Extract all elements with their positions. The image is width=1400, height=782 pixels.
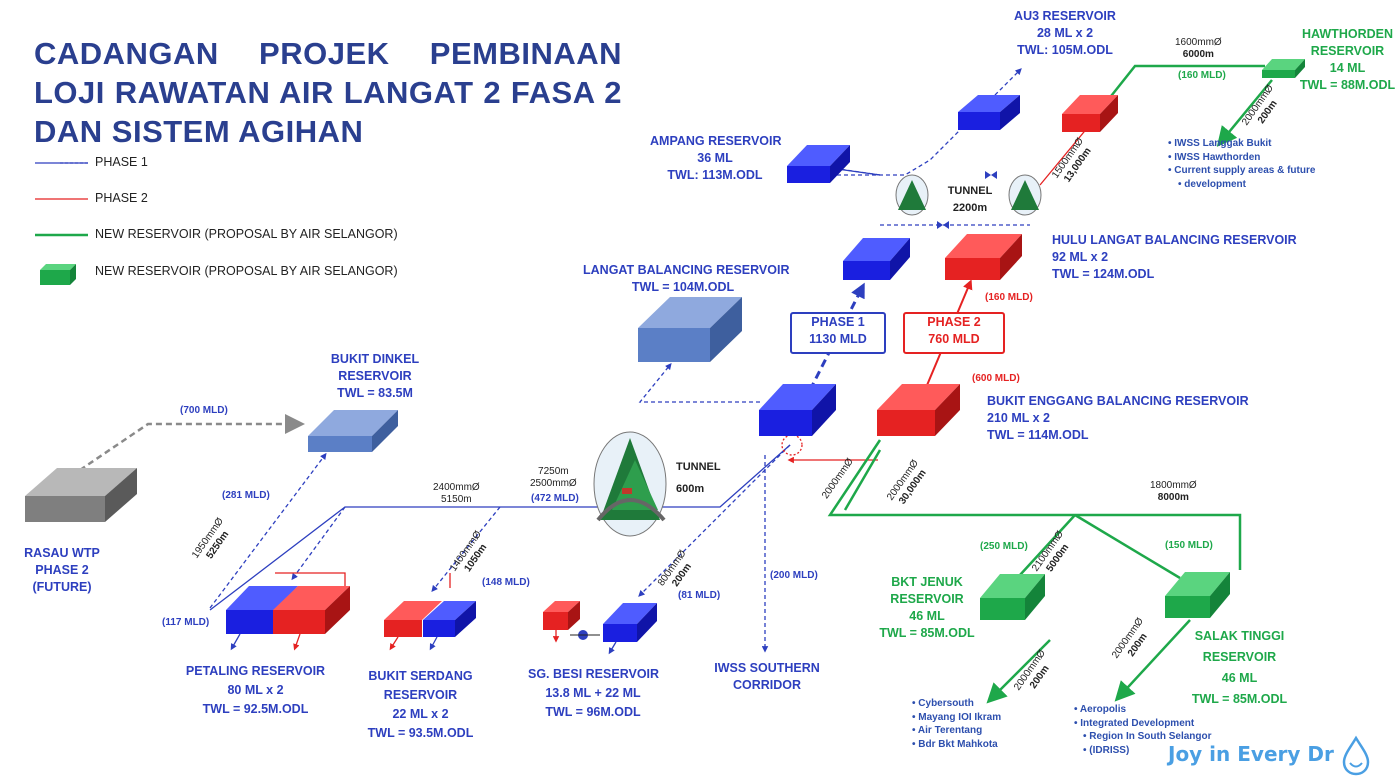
legend-lines [35, 162, 88, 285]
sg-besi-label: SG. BESI RESERVOIR 13.8 ML + 22 ML TWL =… [528, 667, 660, 719]
hawthorden-name-2: RESERVOIR [1310, 44, 1385, 58]
area-item: Region In South Selangor [1074, 730, 1211, 744]
title-line-3: DAN SISTEM AGIHAN [34, 114, 364, 149]
legend-new-box: NEW RESERVOIR (PROPOSAL BY AIR SELANGOR) [95, 264, 398, 278]
droplet-icon [1342, 735, 1370, 776]
hawthorden-capacity: 14 ML [1329, 61, 1366, 75]
salak-supply-areas: Aeropolis Integrated Development Region … [1074, 703, 1212, 757]
langat-balancing-name: LANGAT BALANCING RESERVOIR [583, 263, 790, 277]
area-item: Mayang IOI Ikram [912, 711, 1001, 725]
flow-281: (281 MLD) [222, 490, 270, 501]
flow-148: (148 MLD) [482, 577, 530, 588]
hawthorden-name-1: HAWTHORDEN [1302, 27, 1393, 41]
hulu-langat-name: HULU LANGAT BALANCING RESERVOIR [1052, 233, 1297, 247]
bukit-dinkel-label: BUKIT DINKEL RESERVOIR TWL = 83.5M [330, 352, 420, 400]
brand-slogan: Joy in Every Dr [1168, 742, 1334, 766]
bukit-enggang-capacity: 210 ML x 2 [987, 411, 1051, 425]
ampang-twl: TWL: 113M.ODL [667, 168, 763, 182]
bukit-enggang-label: BUKIT ENGGANG BALANCING RESERVOIR 210 ML… [987, 393, 1249, 444]
legend-new-line: NEW RESERVOIR (PROPOSAL BY AIR SELANGOR) [95, 227, 398, 241]
area-item: (IDRISS) [1074, 744, 1212, 758]
ampang-label: AMPANG RESERVOIR 36 ML TWL: 113M.ODL [650, 133, 782, 184]
ampang-capacity: 36 ML [697, 151, 733, 165]
tunnel-upper-label: TUNNEL 2200m [947, 185, 993, 214]
future-pipe [79, 414, 305, 472]
bkt-jenuk-label: BKT JENUK RESERVOIR 46 ML TWL = 85M.ODL [879, 575, 975, 640]
iwss-southern-label: IWSS SOUTHERN CORRIDOR [714, 661, 820, 692]
title-line-2: LOJI RAWATAN AIR LANGAT 2 FASA 2 [34, 75, 622, 110]
jenuk-supply-areas: Cybersouth Mayang IOI Ikram Air Terentan… [912, 697, 1001, 751]
area-item: Air Terentang [912, 724, 1001, 738]
au3-capacity: 28 ML x 2 [1036, 26, 1094, 40]
rasau-label: RASAU WTP PHASE 2 (FUTURE) [24, 546, 100, 594]
flow-472: (472 MLD) [531, 493, 579, 504]
page-title: CADANGAN PROJEK PEMBINAAN LOJI RAWATAN A… [34, 34, 622, 151]
phase1-box: PHASE 1 1130 MLD [790, 312, 886, 354]
ampang-name: AMPANG RESERVOIR [650, 134, 782, 148]
flow-117: (117 MLD) [162, 617, 210, 628]
tunnel-icon-lower [593, 431, 667, 537]
pipe-2500: 7250m 2500mmØ [530, 466, 577, 489]
au3-name: AU3 RESERVOIR [1014, 9, 1116, 23]
langat-balancing-label: LANGAT BALANCING RESERVOIR TWL = 104M.OD… [583, 262, 790, 296]
hulu-langat-label: HULU LANGAT BALANCING RESERVOIR 92 ML x … [1052, 232, 1297, 283]
area-item: IWSS Langgak Bukit [1168, 137, 1315, 151]
salak-tinggi-label: SALAK TINGGI RESERVOIR 46 ML TWL = 85M.O… [1191, 629, 1288, 706]
legend-phase1: PHASE 1 [95, 155, 148, 169]
flow-200: (200 MLD) [770, 570, 818, 581]
area-item: Cybersouth [912, 697, 1001, 711]
tunnel-icon-upper-left [895, 174, 929, 216]
area-item: development [1168, 178, 1315, 192]
tunnel-icon-upper-right [1008, 174, 1042, 216]
area-item: Aeropolis [1074, 703, 1212, 717]
langat-balancing-twl: TWL = 104M.ODL [631, 280, 735, 294]
au3-label: AU3 RESERVOIR 28 ML x 2 TWL: 105M.ODL [1000, 8, 1130, 59]
flow-81: (81 MLD) [678, 590, 721, 601]
flow-250: (250 MLD) [980, 541, 1028, 552]
bukit-enggang-twl: TWL = 114M.ODL [987, 428, 1089, 442]
area-item: IWSS Hawthorden [1168, 151, 1315, 165]
hawthorden-label: HAWTHORDEN RESERVOIR 14 ML TWL = 88M.ODL [1295, 26, 1400, 94]
title-line-1: CADANGAN PROJEK PEMBINAAN [34, 36, 622, 71]
reservoir-boxes [25, 59, 1305, 642]
area-item: Current supply areas & future [1168, 164, 1315, 178]
au3-twl: TWL: 105M.ODL [1017, 43, 1113, 57]
hulu-langat-twl: TWL = 124M.ODL [1052, 267, 1155, 281]
flow-600: (600 MLD) [972, 373, 1020, 384]
flow-150: (150 MLD) [1165, 540, 1213, 551]
legend-phase2: PHASE 2 [95, 191, 148, 205]
area-item: Integrated Development [1074, 717, 1212, 731]
hawthorden-twl: TWL = 88M.ODL [1299, 78, 1396, 92]
flow-160-top: (160 MLD) [1178, 70, 1226, 81]
flow-700: (700 MLD) [180, 405, 228, 416]
hulu-langat-capacity: 92 ML x 2 [1052, 250, 1109, 264]
area-item: Bdr Bkt Mahkota [912, 738, 1001, 752]
bukit-serdang-label: BUKIT SERDANG RESERVOIR 22 ML x 2 TWL = … [367, 669, 474, 740]
bukit-enggang-name: BUKIT ENGGANG BALANCING RESERVOIR [987, 394, 1249, 408]
flow-160-hulu: (160 MLD) [985, 292, 1033, 303]
petaling-label: PETALING RESERVOIR 80 ML x 2 TWL = 92.5M… [185, 664, 326, 716]
tunnel-lower-label: TUNNEL 600m [676, 461, 721, 495]
phase2-box: PHASE 2 760 MLD [903, 312, 1005, 354]
hawthorden-supply-areas: IWSS Langgak Bukit IWSS Hawthorden Curre… [1168, 137, 1315, 191]
